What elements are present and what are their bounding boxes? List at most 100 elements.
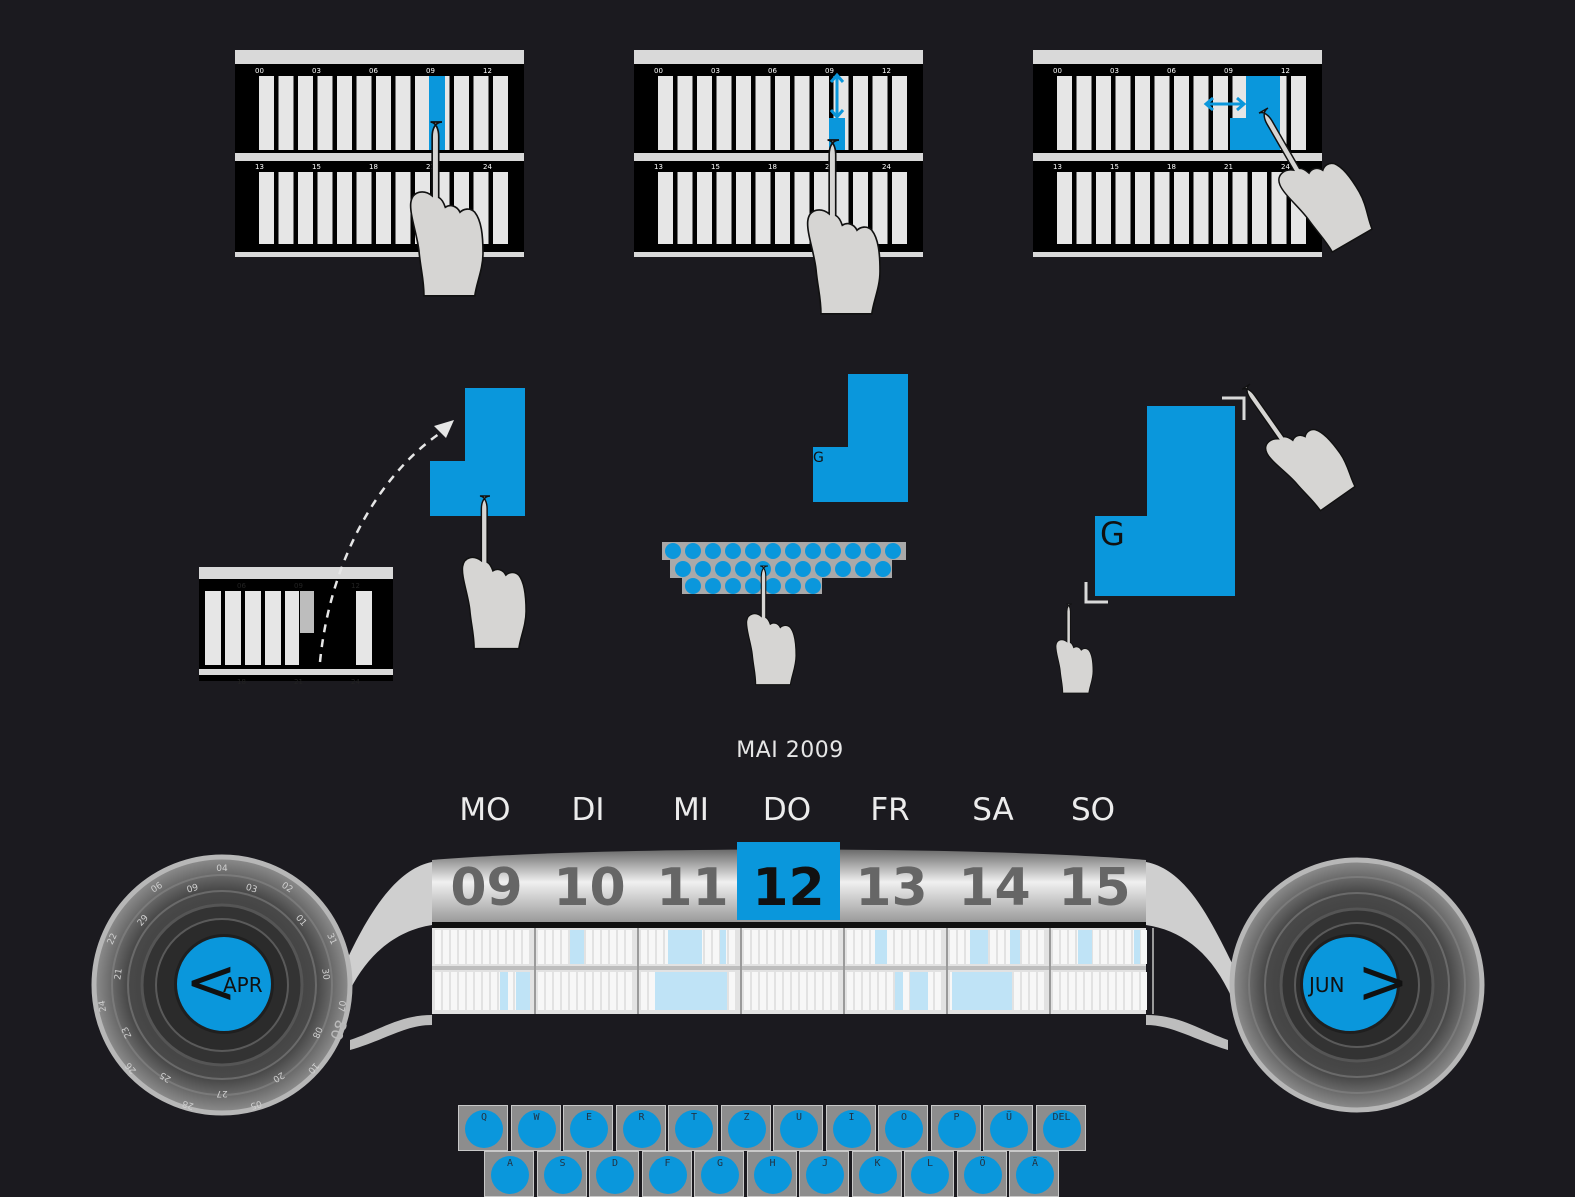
wheel-day-number: 03 xyxy=(244,883,258,896)
day-slot xyxy=(1069,930,1075,964)
key-w[interactable]: W xyxy=(510,1105,561,1151)
time-slot-bar xyxy=(755,76,771,150)
key-label: D xyxy=(611,1158,619,1169)
honeycomb-key xyxy=(685,578,701,594)
date-cell[interactable]: 11 xyxy=(656,858,729,918)
key-z[interactable]: Z xyxy=(720,1105,771,1151)
date-cell[interactable]: 09 xyxy=(450,858,523,918)
delete-key[interactable]: DEL xyxy=(1035,1105,1086,1151)
key-label: L xyxy=(926,1158,934,1169)
key-cap xyxy=(570,1110,608,1148)
date-cell[interactable]: 14 xyxy=(958,858,1031,918)
key-t[interactable]: T xyxy=(668,1105,718,1151)
day-slot xyxy=(467,930,473,964)
time-slot-bar xyxy=(376,76,391,150)
time-slot-bar xyxy=(1076,76,1092,150)
day-slot xyxy=(1053,972,1059,1010)
day-slot xyxy=(824,972,830,1010)
hand-pinch-bottom-icon xyxy=(1055,603,1094,694)
day-slot xyxy=(832,972,838,1010)
key-r[interactable]: R xyxy=(615,1105,666,1151)
time-slot-bar xyxy=(697,172,712,244)
key-ä[interactable]: Ä xyxy=(1009,1151,1059,1197)
honeycomb-key xyxy=(875,561,891,577)
booked-slot xyxy=(952,972,1012,1010)
key-l[interactable]: L xyxy=(904,1151,954,1197)
wheel-day-number: 08 xyxy=(310,1025,324,1040)
next-month-button[interactable]: JUN > xyxy=(1300,934,1409,1034)
honeycomb-key xyxy=(805,578,821,594)
honeycomb-key xyxy=(725,578,741,594)
day-slot xyxy=(1101,972,1107,1010)
honeycomb-key xyxy=(845,543,861,559)
day-slot xyxy=(1093,930,1099,964)
key-q[interactable]: Q xyxy=(458,1105,508,1151)
date-cell-selected[interactable]: 12 xyxy=(737,842,840,920)
key-h[interactable]: H xyxy=(746,1151,797,1197)
booked-slot xyxy=(516,972,530,1010)
key-e[interactable]: E xyxy=(563,1105,613,1151)
key-cap xyxy=(675,1110,713,1148)
key-label: H xyxy=(769,1158,776,1169)
time-slot-bar xyxy=(1213,76,1228,150)
prev-month-button[interactable]: < APR xyxy=(174,934,274,1034)
booked-slot xyxy=(875,930,887,964)
time-slot-bar xyxy=(853,76,868,150)
hour-label-top: 03 xyxy=(711,67,720,75)
honeycomb-key xyxy=(795,561,811,577)
wheel-day-number: 09 xyxy=(186,883,200,896)
hour-label-bottom: 15 xyxy=(711,163,720,171)
key-p[interactable]: P xyxy=(930,1105,981,1151)
day-slot xyxy=(538,972,544,1010)
time-slot-bar xyxy=(298,172,313,244)
key-d[interactable]: D xyxy=(589,1151,639,1197)
key-s[interactable]: S xyxy=(536,1151,587,1197)
key-label: F xyxy=(664,1158,671,1169)
day-divider xyxy=(946,928,948,1014)
key-ö[interactable]: Ö xyxy=(956,1151,1007,1197)
key-g[interactable]: G xyxy=(694,1151,744,1197)
key-j[interactable]: J xyxy=(799,1151,849,1197)
day-slot xyxy=(1038,930,1044,964)
day-slot xyxy=(935,972,941,1010)
honeycomb-key xyxy=(765,578,781,594)
key-f[interactable]: F xyxy=(641,1151,692,1197)
key-k[interactable]: K xyxy=(851,1151,902,1197)
corner-top-right-icon xyxy=(1222,396,1246,420)
time-slot-bar xyxy=(356,76,372,150)
time-slot-bar xyxy=(1135,172,1150,244)
date-cell[interactable]: 10 xyxy=(553,858,626,918)
honeycomb-key xyxy=(805,543,821,559)
booked-slot xyxy=(1010,930,1020,964)
time-slot-bar xyxy=(1115,172,1131,244)
corner-bottom-left-icon xyxy=(1084,582,1108,604)
gesture-illustrations-top: 0003060912131518212400030609121315182124… xyxy=(199,50,1380,694)
key-a[interactable]: A xyxy=(484,1151,534,1197)
hour-label-top: 12 xyxy=(882,67,891,75)
key-cap xyxy=(465,1110,503,1148)
key-ü[interactable]: Ü xyxy=(983,1105,1033,1151)
booked-slot xyxy=(570,930,584,964)
weekday-label: SA xyxy=(972,792,1014,828)
key-o[interactable]: O xyxy=(878,1105,928,1151)
day-slot xyxy=(1006,930,1012,964)
time-slot-bar xyxy=(658,76,673,150)
honeycomb-key xyxy=(855,561,871,577)
time-slot-bar xyxy=(317,76,333,150)
key-i[interactable]: I xyxy=(825,1105,876,1151)
date-cell[interactable]: 15 xyxy=(1058,858,1131,918)
day-slot xyxy=(927,930,933,964)
day-slot xyxy=(824,930,830,964)
day-slot xyxy=(776,930,782,964)
key-u[interactable]: U xyxy=(773,1105,823,1151)
key-label: O xyxy=(900,1112,908,1123)
day-slot xyxy=(808,930,814,964)
day-slot xyxy=(760,930,766,964)
day-slot xyxy=(1101,930,1107,964)
day-slot xyxy=(1061,930,1067,964)
honeycomb-key xyxy=(705,543,721,559)
day-slot xyxy=(768,930,774,964)
day-slot xyxy=(435,930,441,964)
date-cell[interactable]: 13 xyxy=(855,858,928,918)
time-slot-bar xyxy=(337,76,352,150)
